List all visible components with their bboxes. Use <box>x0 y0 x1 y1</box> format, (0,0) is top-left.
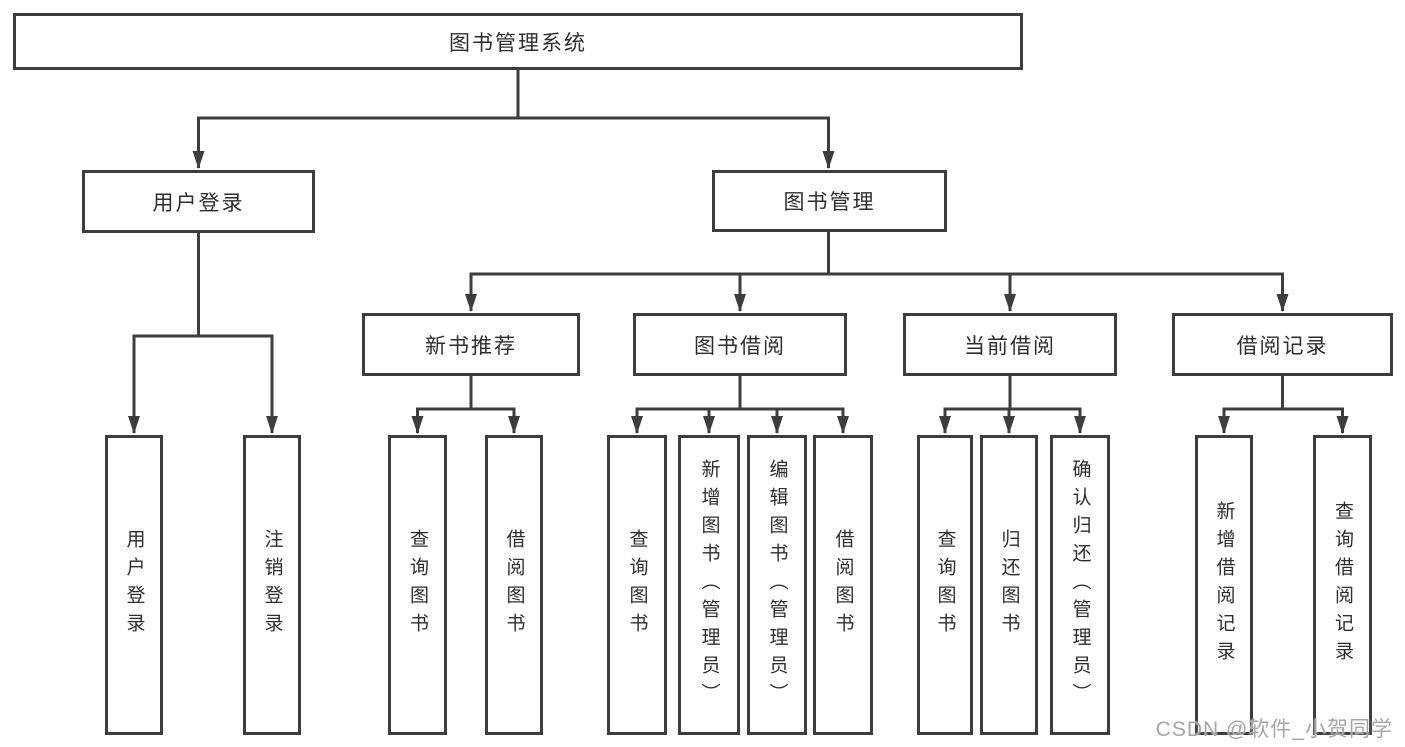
leaf-label: 编辑图书（管理员） <box>766 459 788 711</box>
leaf-add-borrow-record: 新增借阅记录 <box>1195 435 1253 735</box>
leaf-logout: 注销登录 <box>243 435 301 735</box>
leaf-add-book-admin: 新增图书（管理员） <box>678 435 740 735</box>
node-new-book-recommend: 新书推荐 <box>362 313 580 376</box>
leaf-label: 用户登录 <box>123 529 145 641</box>
leaf-label: 查询借阅记录 <box>1332 501 1353 669</box>
node-label: 图书管理 <box>783 191 876 214</box>
node-borrow-records: 借阅记录 <box>1172 313 1393 376</box>
leaf-user-login: 用户登录 <box>105 435 163 735</box>
leaf-query-books-borrow: 查询图书 <box>607 435 667 735</box>
leaf-label: 查询图书 <box>934 529 956 641</box>
node-label: 借阅记录 <box>1236 334 1329 358</box>
node-label: 新书推荐 <box>425 334 517 358</box>
node-label: 用户登录 <box>152 191 245 215</box>
leaf-label: 确认归还（管理员） <box>1069 459 1091 711</box>
node-label: 当前借阅 <box>964 334 1056 358</box>
node-library-system-root: 图书管理系统 <box>13 13 1023 70</box>
leaf-label: 归还图书 <box>998 529 1020 641</box>
node-current-borrow: 当前借阅 <box>903 313 1117 376</box>
leaf-query-books-current: 查询图书 <box>917 435 973 735</box>
leaf-label: 查询图书 <box>407 529 428 641</box>
csdn-watermark: CSDN @软件_小贺同学 <box>1155 718 1393 741</box>
leaf-label: 借阅图书 <box>503 529 525 641</box>
leaf-return-book: 归还图书 <box>980 435 1038 735</box>
leaf-label: 查询图书 <box>626 529 648 641</box>
node-label: 图书管理系统 <box>449 31 587 55</box>
node-label: 图书借阅 <box>694 334 786 358</box>
leaf-label: 新增图书（管理员） <box>698 459 720 711</box>
leaf-edit-book-admin: 编辑图书（管理员） <box>747 435 807 735</box>
leaf-label: 借阅图书 <box>832 529 854 641</box>
node-user-login: 用户登录 <box>82 170 315 233</box>
leaf-borrow-books-recommend: 借阅图书 <box>485 435 543 735</box>
leaf-borrow-books-action: 借阅图书 <box>813 435 873 735</box>
leaf-label: 新增借阅记录 <box>1213 501 1235 669</box>
leaf-query-books-recommend: 查询图书 <box>388 435 447 735</box>
node-book-borrow: 图书借阅 <box>633 313 847 376</box>
leaf-confirm-return-admin: 确认归还（管理员） <box>1050 435 1110 735</box>
leaf-query-borrow-record: 查询借阅记录 <box>1313 435 1372 735</box>
node-book-management: 图书管理 <box>712 170 947 232</box>
leaf-label: 注销登录 <box>261 529 283 641</box>
